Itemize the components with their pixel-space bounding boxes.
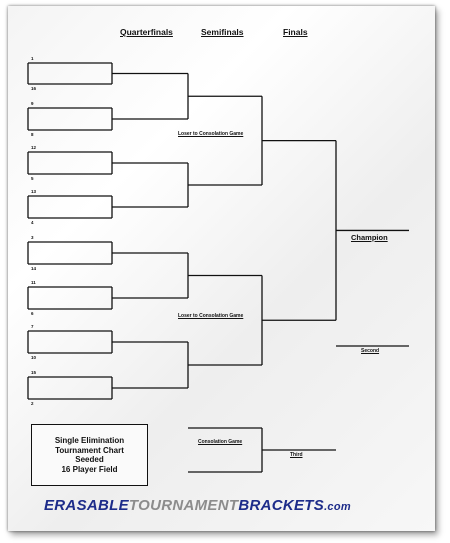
seed-number: 9 (31, 101, 34, 106)
seed-number: 8 (31, 132, 34, 137)
seed-number: 14 (31, 266, 37, 271)
finals-header: Finals (283, 27, 308, 37)
brand-word-brackets: BRACKETS (238, 497, 325, 514)
loser-to-consolation-label-top: Loser to Consolation Game (178, 131, 244, 137)
brand-logo: ERASABLETOURNAMENTBRACKETS.com (44, 497, 351, 515)
consolation-game-label: Consolation Game (198, 439, 243, 445)
champion-label: Champion (351, 233, 388, 242)
seed-number: 2 (31, 401, 34, 406)
info-line-3: Seeded (75, 455, 104, 464)
seed-number: 4 (31, 220, 34, 225)
info-line-4: 16 Player Field (61, 464, 118, 474)
tournament-info-box: Single Elimination Tournament Chart Seed… (31, 424, 148, 486)
seed-number: 12 (31, 145, 37, 150)
seed-number: 16 (31, 86, 37, 91)
brand-word-erasable: ERASABLE (44, 497, 129, 514)
info-line-1: Single Elimination (54, 436, 125, 445)
seed-number: 3 (31, 235, 34, 240)
seed-number: 10 (31, 355, 37, 360)
seed-number: 7 (31, 324, 34, 329)
third-place-label: Third (290, 452, 303, 458)
seed-number: 5 (31, 176, 34, 181)
brand-word-tournament: TOURNAMENT (128, 497, 239, 514)
info-line-2: Tournament Chart (55, 445, 124, 455)
seed-number: 1 (31, 56, 34, 61)
semifinals-header: Semifinals (201, 27, 244, 37)
second-place-label: Second (361, 348, 380, 354)
seed-number: 13 (31, 189, 37, 194)
quarterfinals-header: Quarterfinals (120, 27, 173, 37)
seed-number: 11 (31, 280, 36, 285)
seed-number: 15 (31, 370, 37, 375)
seed-number: 6 (31, 311, 34, 316)
brand-domain: .com (324, 501, 351, 513)
loser-to-consolation-label-bottom: Loser to Consolation Game (178, 313, 244, 319)
